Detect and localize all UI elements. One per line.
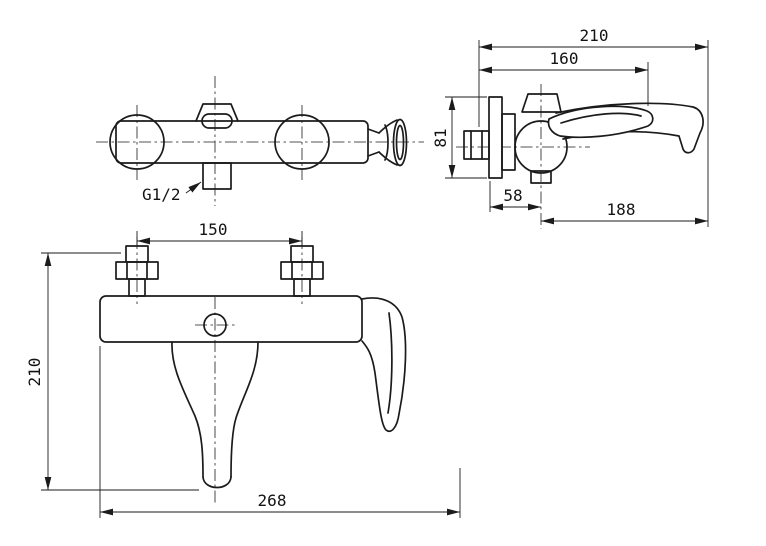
side-view-cartridge-cap <box>521 93 562 113</box>
front-view-spout-left-edge <box>171 341 204 478</box>
dimension-overall-height: 210 <box>25 252 199 491</box>
dim-160-label: 160 <box>550 49 579 68</box>
dim-210-side-label: 210 <box>580 26 609 45</box>
top-view-cartridge-cap <box>195 103 239 122</box>
side-view-spout <box>555 102 704 154</box>
front-view-body <box>99 295 363 343</box>
dimension-center-to-spout: 188 <box>540 200 709 225</box>
dim-268-label: 268 <box>258 491 287 510</box>
g-thread-label: G1/2 <box>142 185 181 204</box>
dim-210-front-label: 210 <box>25 358 44 387</box>
dimension-plate-height: 81 <box>431 96 487 179</box>
dim-58-label: 58 <box>503 186 522 205</box>
top-view-spout-mouth-outer <box>392 118 408 167</box>
dimension-wall-to-center: 58 <box>489 181 542 212</box>
top-view-shower-outlet <box>202 162 232 190</box>
front-view-handle-detail <box>387 312 393 414</box>
side-view-body-flange <box>501 113 516 171</box>
top-view-left-escutcheon <box>109 114 165 170</box>
side-view-outlet <box>530 170 552 184</box>
dim-188-label: 188 <box>607 200 636 219</box>
top-view-spout-neck-bottom <box>367 151 380 157</box>
side-view-wall-connector <box>463 130 490 160</box>
dim-150-label: 150 <box>199 220 228 239</box>
top-view-right-escutcheon <box>274 114 330 170</box>
front-view-handle <box>361 297 407 433</box>
side-view-handle-detail <box>560 112 642 124</box>
dimension-hole-spacing: 150 <box>136 220 303 246</box>
top-view: G1/2 <box>96 76 424 206</box>
top-view-spout-flare-top <box>378 119 398 134</box>
dim-81-label: 81 <box>431 128 450 147</box>
top-view-spout-mouth-inner <box>395 124 405 161</box>
top-view-spout-flare-bottom <box>378 151 398 166</box>
front-view-cap-circle <box>203 313 227 337</box>
top-view-spout-rib <box>384 124 389 161</box>
front-view: 150 210 268 <box>25 220 461 518</box>
front-view-spout-bottom <box>202 476 232 489</box>
top-view-spout-neck-top <box>367 128 380 134</box>
top-view-body <box>115 120 369 164</box>
dimension-handle-depth: 160 <box>478 49 649 106</box>
g-thread-callout: G1/2 <box>142 181 202 204</box>
side-view-wall-plate <box>488 96 503 179</box>
top-view-cap-detail <box>201 113 233 129</box>
side-view: 210 160 81 58 188 <box>431 26 709 229</box>
dimension-overall-depth: 210 <box>478 26 709 227</box>
dimension-overall-width: 268 <box>99 346 461 518</box>
front-view-spout-right-edge <box>230 341 259 478</box>
g-thread-leader <box>185 181 202 194</box>
